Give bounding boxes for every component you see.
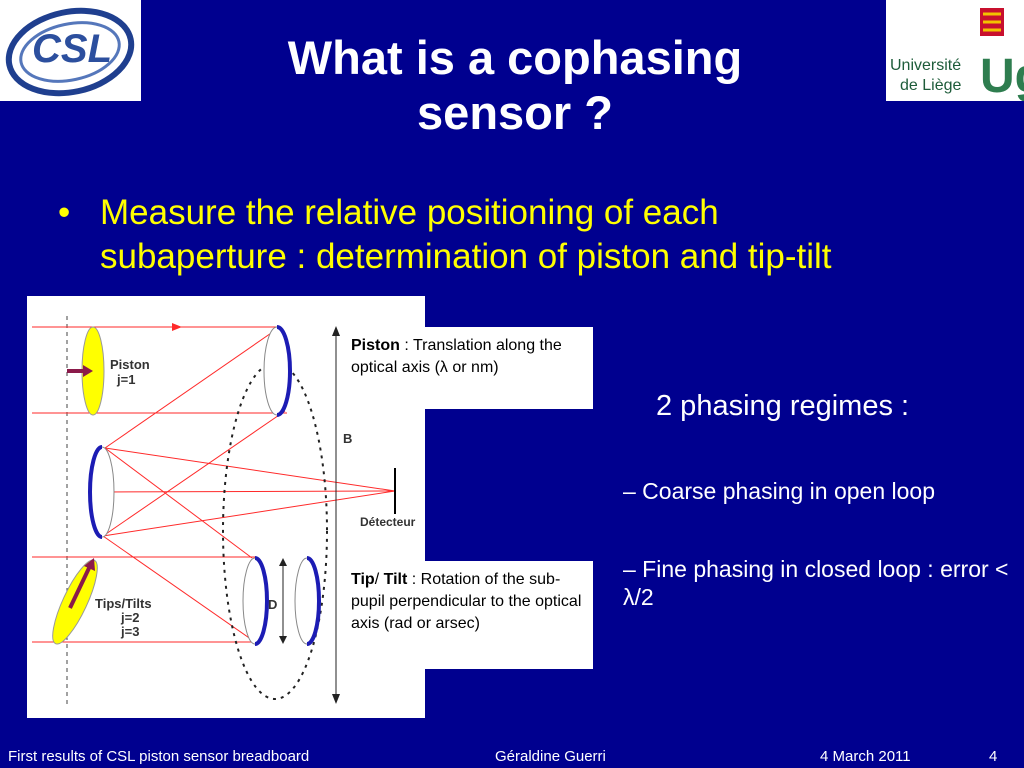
- callout-piston-desc: : Translation along the optical axis (λ …: [351, 337, 562, 376]
- footer-date: 4 March 2011: [820, 748, 911, 765]
- slide-title-line1: What is a cophasing: [287, 31, 743, 84]
- footer-page-number: 4: [989, 748, 998, 765]
- ulg-mark: Ug: [980, 50, 1024, 101]
- callout-tiptilt: Tip/ Tilt : Rotation of the sub-pupil pe…: [341, 561, 593, 669]
- callout-tiptilt-desc: : Rotation of the sub-pupil perpendicula…: [351, 571, 582, 632]
- regimes-title: 2 phasing regimes :: [656, 390, 910, 422]
- footer-author: Géraldine Guerri: [495, 748, 606, 765]
- ulg-name-line2: de Liège: [900, 77, 961, 94]
- mirror-bottom-left: [254, 556, 269, 646]
- slide-title: What is a cophasing sensor ?: [190, 30, 840, 140]
- callout-tilt-term: Tilt: [383, 571, 408, 588]
- ulg-name-line1: Université: [890, 57, 961, 74]
- footer-presentation-title: First results of CSL piston sensor bread…: [8, 748, 310, 765]
- label-tiptilt-j2: j=2: [120, 610, 139, 625]
- mirror-middle: [88, 445, 103, 539]
- label-d: D: [268, 597, 277, 612]
- bullet-line2: subaperture : determination of piston an…: [100, 237, 832, 276]
- regime-item-coarse: – Coarse phasing in open loop: [623, 478, 936, 504]
- mirror-top: [276, 325, 292, 417]
- label-b: B: [343, 431, 352, 446]
- callout-tip-term: Tip: [351, 571, 375, 588]
- label-tiptilt-j3: j=3: [120, 624, 139, 639]
- label-detector: Détecteur: [360, 515, 416, 529]
- slide-title-line2: sensor ?: [417, 86, 613, 139]
- piston-arrow: [83, 365, 93, 377]
- label-piston-j: j=1: [116, 372, 135, 387]
- label-piston: Piston: [110, 357, 150, 372]
- label-tiptilt: Tips/Tilts: [95, 596, 152, 611]
- ulg-logo: Université de Liège Ug: [886, 0, 1024, 103]
- callout-piston: Piston : Translation along the optical a…: [341, 327, 593, 409]
- callout-tiptilt-sep: /: [374, 571, 384, 588]
- tiptilt-arrow: [84, 558, 95, 571]
- csl-logo-text: CSL: [32, 27, 112, 71]
- bullet-line1: Measure the relative positioning of each: [100, 193, 719, 232]
- regime-item-fine: – Fine phasing in closed loop : error < …: [623, 556, 1009, 610]
- callout-piston-term: Piston: [351, 337, 400, 354]
- csl-logo: CSL: [0, 0, 141, 101]
- bullet-marker: •: [58, 193, 71, 232]
- mirror-bottom-right: [306, 556, 321, 646]
- ray-arrowhead: [172, 323, 182, 331]
